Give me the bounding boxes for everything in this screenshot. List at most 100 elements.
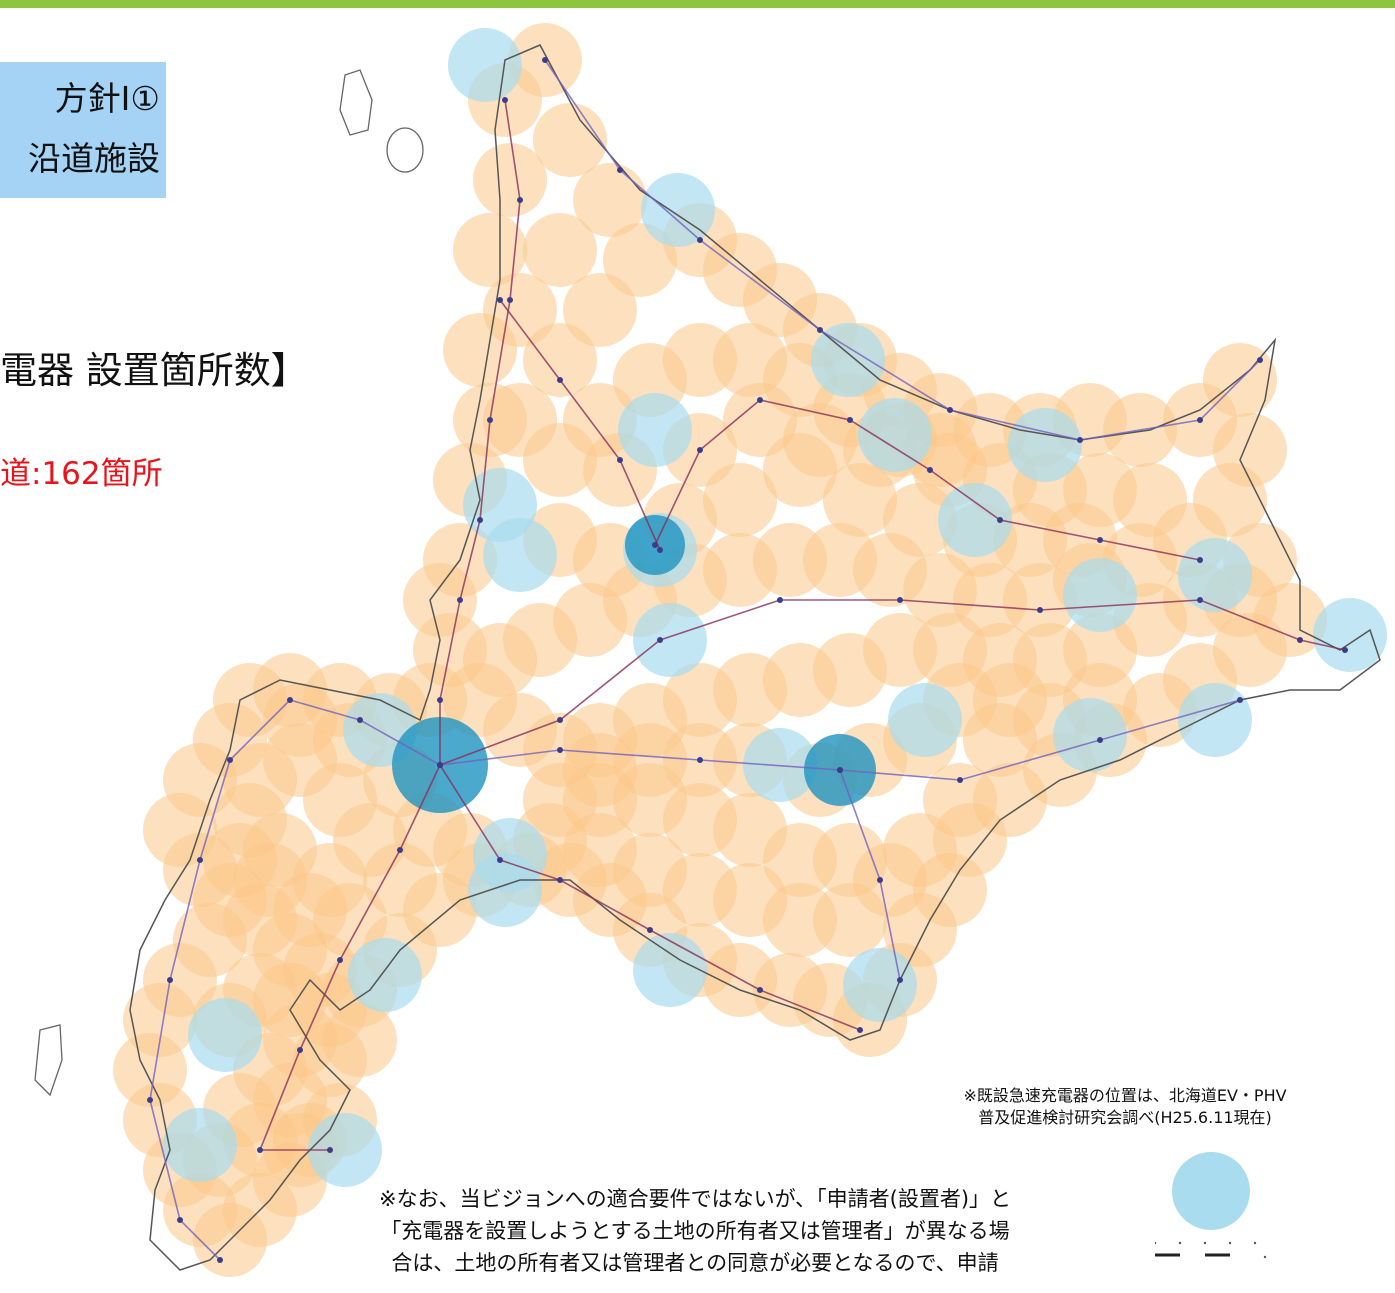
- existing-charger-circle: [1313, 598, 1387, 672]
- disclaimer-line1: ※なお、当ビジョンへの適合要件ではないが、「申請者(設置者)」と: [378, 1187, 1012, 1211]
- station-marker: [647, 927, 653, 933]
- planned-coverage-circle: [883, 483, 957, 557]
- station-marker: [1297, 637, 1303, 643]
- existing-charger-circle: [858, 398, 932, 472]
- existing-charger-circle: [308, 1113, 382, 1187]
- planned-coverage-circle: [523, 213, 597, 287]
- existing-charger-circle: [468, 853, 542, 927]
- planned-coverage-circle: [533, 103, 607, 177]
- existing-charger-circle: [163, 1108, 237, 1182]
- station-marker: [997, 517, 1003, 523]
- station-marker: [757, 987, 763, 993]
- charger-count-heading: 電器 設置箇所数】: [0, 349, 308, 392]
- station-marker: [617, 457, 623, 463]
- station-marker: [517, 197, 523, 203]
- road-line: [499, 299, 661, 551]
- station-marker: [542, 57, 548, 63]
- planned-coverage-circle: [453, 213, 527, 287]
- station-marker: [257, 1147, 263, 1153]
- station-marker: [357, 717, 363, 723]
- station-marker: [502, 97, 508, 103]
- station-marker: [1197, 597, 1203, 603]
- source-note-line2: 普及促進検討研究会調べ(H25.6.11現在): [978, 1108, 1272, 1127]
- station-marker: [1197, 557, 1203, 563]
- station-marker: [757, 397, 763, 403]
- station-marker: [557, 717, 563, 723]
- existing-charger-circle: [888, 683, 962, 757]
- station-markers: [147, 57, 1348, 1263]
- station-marker: [837, 767, 843, 773]
- existing-charger-circle: [1063, 558, 1137, 632]
- station-marker: [1342, 647, 1348, 653]
- policy-label-box: 方針Ⅰ① 沿道施設: [0, 62, 166, 198]
- station-marker: [557, 877, 563, 883]
- planned-coverage-circle: [203, 823, 277, 897]
- existing-charger-circle: [483, 518, 557, 592]
- station-marker: [617, 167, 623, 173]
- disclaimer-note: ※なお、当ビジョンへの適合要件ではないが、「申請者(設置者)」と 「充電器を設置…: [300, 1183, 1090, 1279]
- station-marker: [1257, 357, 1263, 363]
- top-accent-bar: [0, 0, 1395, 8]
- station-marker: [847, 417, 853, 423]
- planned-coverage-circle: [603, 223, 677, 297]
- planned-coverage-circle: [883, 813, 957, 887]
- existing-charger-circle: [633, 603, 707, 677]
- existing-charger-circle: [811, 323, 885, 397]
- road-line: [258, 764, 441, 1151]
- station-marker: [927, 467, 933, 473]
- existing-charger-circles: [163, 28, 1387, 1187]
- station-marker: [1197, 417, 1203, 423]
- hokkaido-charger-map: [34, 23, 1387, 1277]
- station-marker: [227, 757, 233, 763]
- existing-charger-legend-icon: [1172, 1152, 1250, 1230]
- okushiri-island: [34, 1024, 63, 1097]
- station-marker: [657, 547, 663, 553]
- station-marker: [777, 597, 783, 603]
- road-line: [654, 399, 1201, 561]
- planned-coverage-circle: [783, 403, 857, 477]
- station-marker: [1237, 697, 1243, 703]
- existing-charger-circle: [348, 938, 422, 1012]
- station-marker: [1097, 737, 1103, 743]
- station-marker: [217, 1257, 223, 1263]
- existing-charger-circle: [1178, 538, 1252, 612]
- station-marker: [177, 1217, 183, 1223]
- station-marker: [817, 327, 823, 333]
- station-marker: [897, 977, 903, 983]
- station-marker: [957, 777, 963, 783]
- station-marker: [557, 377, 563, 383]
- station-marker: [697, 757, 703, 763]
- station-marker: [897, 597, 903, 603]
- station-marker: [877, 877, 883, 883]
- station-marker: [167, 977, 173, 983]
- existing-charger-circle: [618, 393, 692, 467]
- disclaimer-line2: 「充電器を設置しようとする土地の所有者又は管理者」が異なる場: [380, 1219, 1010, 1243]
- station-marker: [327, 1147, 333, 1153]
- rishiri-island: [339, 69, 424, 173]
- map-scale-bar: [1155, 1241, 1267, 1259]
- road-line: [544, 59, 1261, 441]
- station-marker: [297, 1047, 303, 1053]
- station-marker: [652, 542, 658, 548]
- station-marker: [1097, 537, 1103, 543]
- station-marker: [337, 957, 343, 963]
- charger-count-value: 道:162箇所: [0, 456, 163, 492]
- existing-charger-circle: [843, 948, 917, 1022]
- station-marker: [697, 447, 703, 453]
- existing-charger-circle: [188, 998, 262, 1072]
- station-marker: [457, 597, 463, 603]
- existing-charger-circle: [1178, 683, 1252, 757]
- planned-coverage-circle: [813, 883, 887, 957]
- existing-charger-circle: [633, 933, 707, 1007]
- station-marker: [487, 417, 493, 423]
- station-marker: [437, 762, 443, 768]
- source-note-line1: ※既設急速充電器の位置は、北海道EV・PHV: [963, 1086, 1287, 1105]
- hokkaido-coastline: [129, 44, 1381, 1271]
- planned-coverage-circle: [563, 273, 637, 347]
- planned-coverage-circle: [723, 383, 797, 457]
- station-marker: [147, 1097, 153, 1103]
- station-marker: [657, 637, 663, 643]
- station-marker: [477, 517, 483, 523]
- planned-coverage-circle: [363, 843, 437, 917]
- policy-label-line1: 方針Ⅰ①: [54, 79, 160, 118]
